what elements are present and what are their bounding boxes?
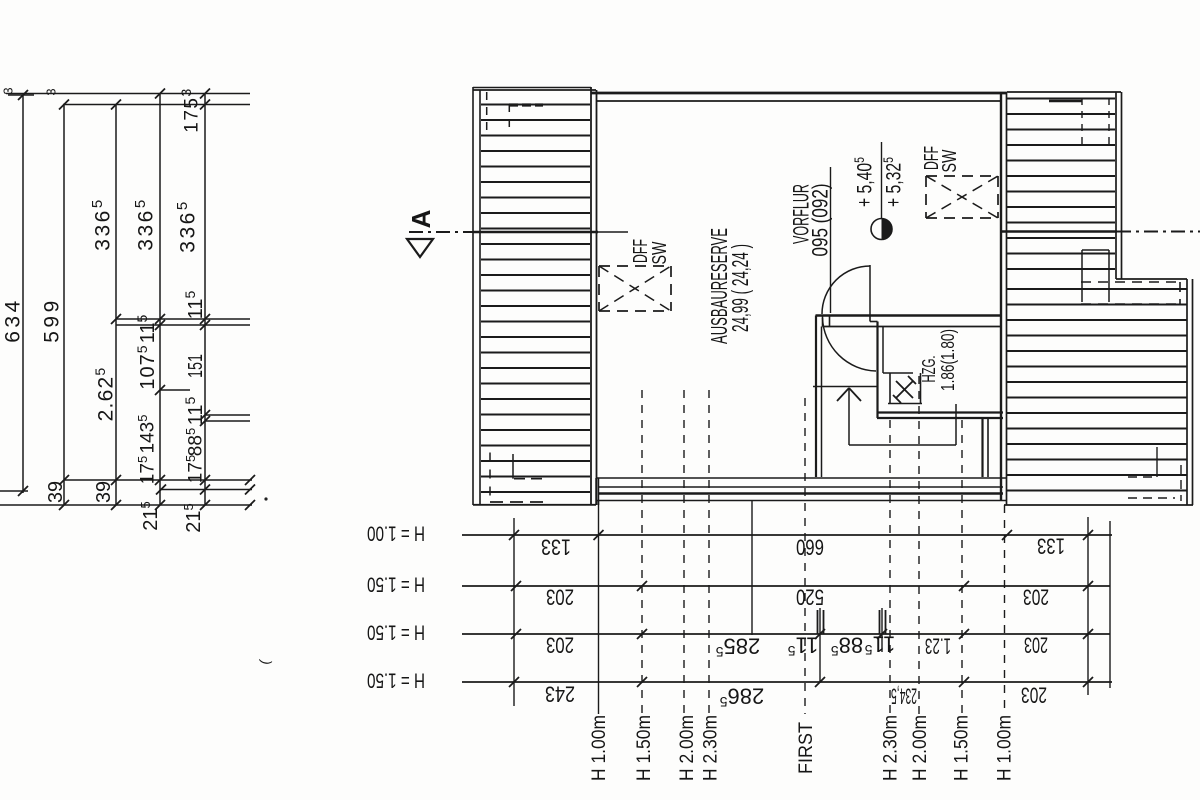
svg-text:H 2.30m: H 2.30m [880, 715, 902, 781]
svg-text:115: 115 [182, 397, 207, 426]
svg-text:2855: 2855 [716, 634, 761, 661]
svg-text:115: 115 [787, 633, 818, 660]
svg-text:H 1.50m: H 1.50m [951, 715, 973, 781]
svg-text:660: 660 [796, 535, 824, 560]
svg-text:24,99 ( 24,24 ): 24,99 ( 24,24 ) [727, 244, 753, 332]
svg-text:HZG.: HZG. [919, 356, 939, 383]
svg-text:DFF: DFF [630, 239, 652, 263]
svg-text:115: 115 [864, 632, 895, 659]
svg-text:3365: 3365 [132, 197, 158, 250]
svg-text:203: 203 [1021, 683, 1047, 708]
svg-text:FIRST: FIRST [795, 722, 817, 774]
svg-text:3365: 3365 [174, 199, 200, 252]
svg-text:A: A [406, 209, 436, 228]
svg-text:175: 175 [135, 456, 159, 484]
svg-text:243: 243 [545, 682, 575, 707]
svg-text:203: 203 [1023, 585, 1049, 610]
svg-text:H = 1.50: H = 1.50 [367, 573, 425, 596]
svg-text:3: 3 [1, 87, 16, 94]
svg-text:885: 885 [183, 428, 207, 456]
svg-text:520: 520 [796, 585, 824, 610]
svg-text:39: 39 [45, 481, 67, 503]
svg-text:203: 203 [1024, 633, 1048, 658]
svg-text:2.625: 2.625 [92, 367, 118, 422]
svg-text:H 2.00m: H 2.00m [676, 715, 698, 781]
svg-text:SW: SW [649, 241, 671, 264]
svg-text:599: 599 [41, 297, 64, 343]
svg-text:133: 133 [1037, 534, 1065, 559]
svg-text:115: 115 [182, 291, 207, 320]
svg-text:H 1.00m: H 1.00m [588, 715, 610, 781]
svg-text:H 2.00m: H 2.00m [909, 715, 931, 781]
svg-text:1.86(1.80): 1.86(1.80) [938, 329, 958, 391]
svg-text:+ 5,405: + 5,405 [851, 157, 877, 207]
svg-text:095 (092): 095 (092) [808, 184, 833, 257]
svg-text:1753: 1753 [178, 87, 203, 133]
svg-text:H 1.50m: H 1.50m [633, 715, 655, 781]
svg-text:VORFLUR: VORFLUR [789, 184, 814, 244]
svg-text:H = 1.50: H = 1.50 [367, 669, 425, 692]
svg-text:1435: 1435 [135, 415, 159, 454]
svg-text:DFF: DFF [921, 146, 943, 170]
svg-text:175: 175 [183, 455, 207, 483]
svg-text:+ 5,325: + 5,325 [880, 157, 906, 207]
svg-text:885: 885 [831, 633, 863, 660]
svg-text:2865: 2865 [720, 684, 765, 711]
svg-text:203: 203 [546, 585, 574, 610]
svg-text:H 2.30m: H 2.30m [700, 715, 722, 781]
svg-text:3: 3 [44, 88, 59, 95]
svg-text:AUSBAURESERVE: AUSBAURESERVE [706, 228, 732, 344]
svg-text:H 1.00m: H 1.00m [994, 715, 1016, 781]
svg-text:634: 634 [2, 297, 25, 343]
svg-text:151: 151 [185, 354, 207, 378]
svg-text:203: 203 [546, 633, 574, 658]
svg-text:H = 1.50: H = 1.50 [367, 621, 425, 644]
svg-text:SW: SW [939, 149, 961, 172]
svg-text:234,5: 234,5 [891, 684, 917, 709]
svg-text:1075: 1075 [134, 344, 159, 389]
svg-text:H = 1.00: H = 1.00 [367, 522, 425, 545]
svg-text:3365: 3365 [89, 197, 115, 250]
svg-text:133: 133 [541, 535, 571, 560]
svg-text:(: ( [256, 658, 273, 666]
svg-text:1.23: 1.23 [925, 634, 951, 659]
svg-text:39: 39 [93, 481, 115, 503]
